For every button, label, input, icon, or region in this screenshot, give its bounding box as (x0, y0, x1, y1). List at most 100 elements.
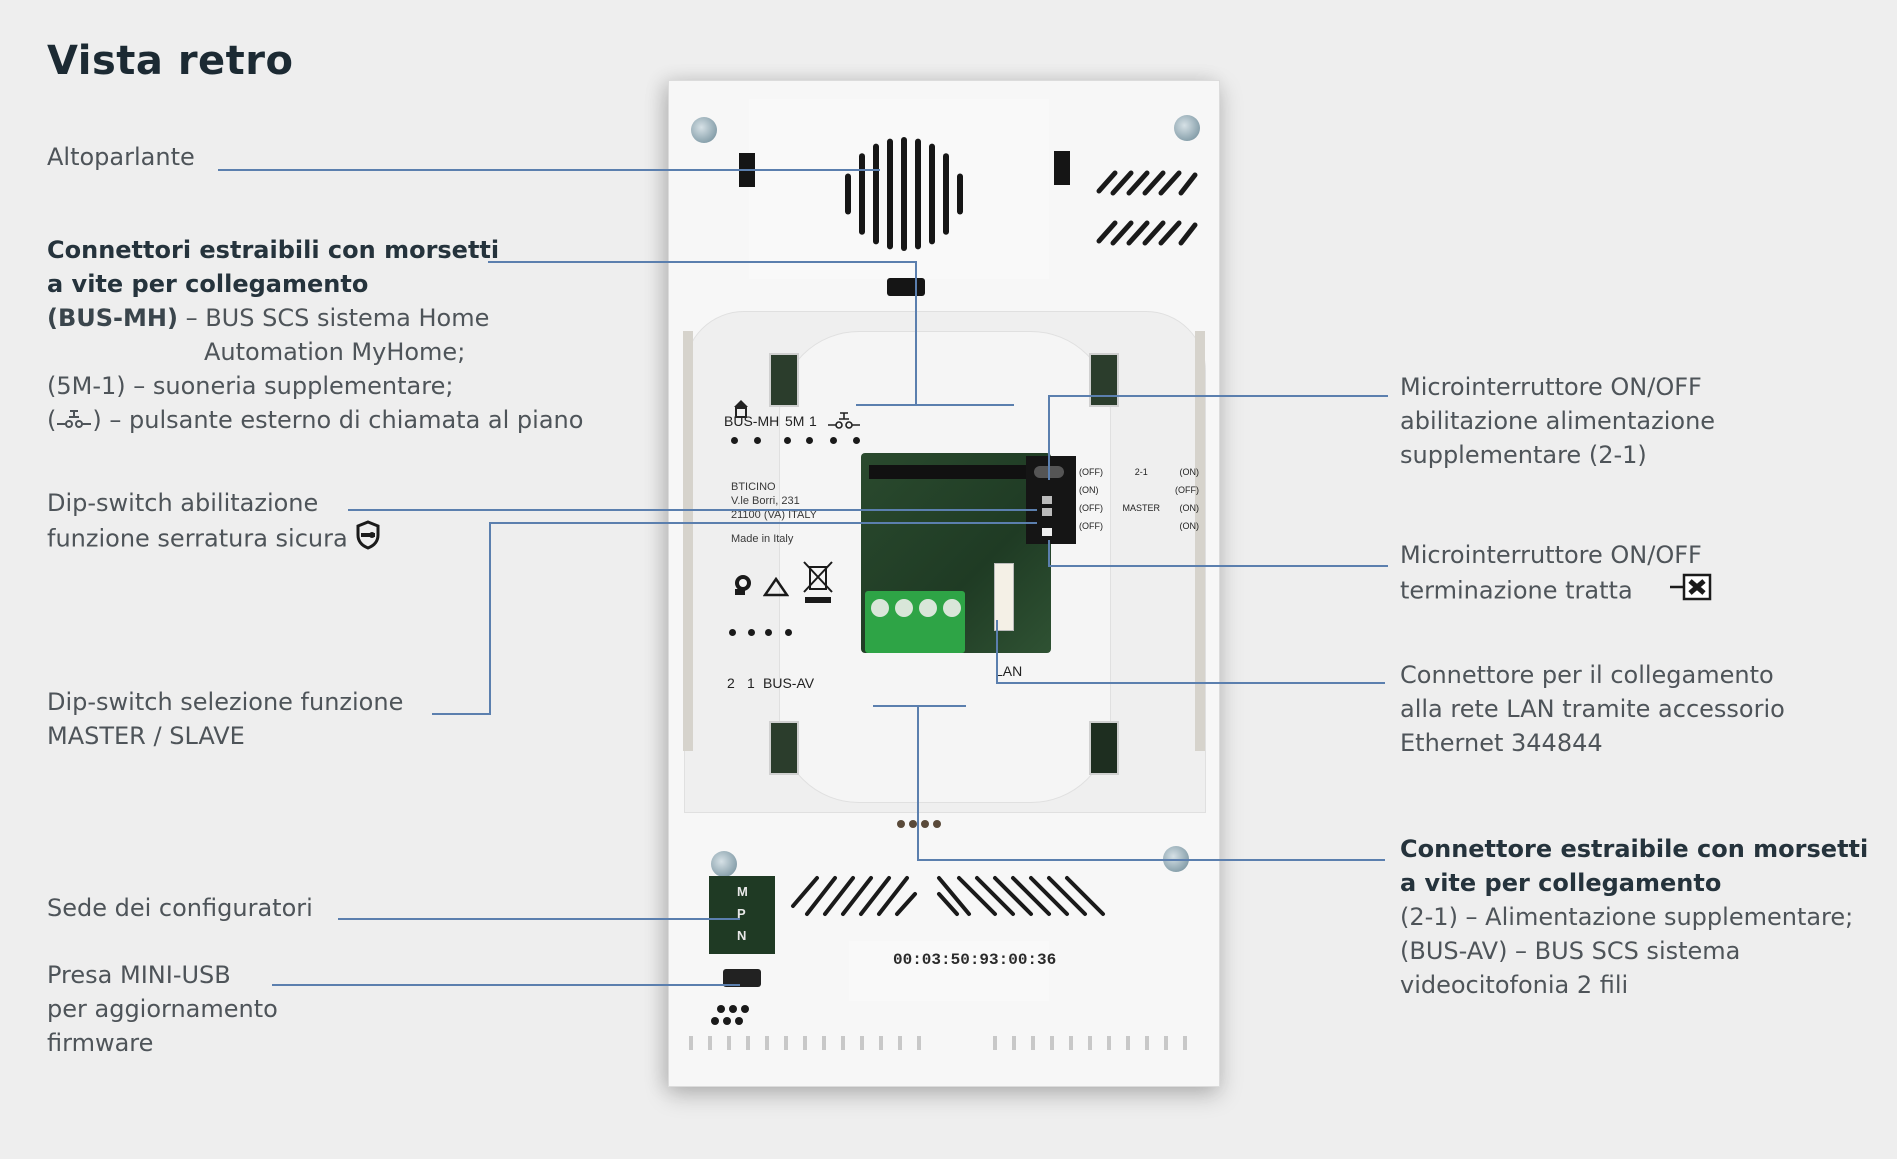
dip-lock-line-2-text: funzione serratura sicura (47, 524, 348, 553)
pin-header (869, 465, 1029, 479)
contact-pads (897, 813, 941, 832)
clip-slot-center (887, 278, 925, 296)
rib (784, 1036, 788, 1050)
micro-term-line-2: terminazione tratta (1400, 572, 1714, 611)
push-button-desc: – pulsante esterno di chiamata al piano (101, 406, 584, 434)
rib (803, 1036, 807, 1050)
terminal-dot (748, 629, 755, 636)
configurator-slot-label: M (737, 884, 748, 899)
lan-line-3: Ethernet 344844 (1400, 729, 1603, 757)
latch-slot-left (739, 153, 755, 187)
micro-term-line-1: Microinterruttore ON/OFF (1400, 541, 1702, 569)
callout-connectors-heading-1: Connettori estraibili con morsetti (47, 236, 500, 264)
mounting-slot-bl (769, 721, 799, 775)
mounting-slot-tr (1089, 353, 1119, 407)
rib (1145, 1036, 1149, 1050)
paren-open: ( (47, 406, 57, 434)
side-rail-right (1195, 331, 1205, 751)
bottom-ribs (689, 1036, 1199, 1076)
latch-slot-right (1054, 151, 1070, 185)
bus-av-desc-3: videocitofonia 2 fili (1400, 971, 1629, 999)
intercom-device-back: BUS-MH 5M 1 BTICINO V.le Borri, 231 2110… (668, 80, 1220, 1087)
manufacturer-city: 21100 (VA) ITALY (731, 509, 818, 521)
speaker-grille-icon (845, 137, 963, 251)
bus-av-heading-1: Connettore estraibile con morsetti (1400, 835, 1869, 863)
terminal-dot (785, 629, 792, 636)
screw-bottom-left (711, 851, 737, 877)
mini-usb-line-1: Presa MINI-USB (47, 961, 231, 989)
label-lan: LAN (995, 663, 1023, 679)
switch-legend-right: (OFF) (1175, 485, 1199, 495)
speaker-slot (873, 143, 879, 245)
callout-bus-mh-line: (BUS-MH) – BUS SCS sistema Home (47, 301, 583, 335)
terminal-dot (731, 437, 738, 444)
power-micro-switch[interactable] (1034, 466, 1064, 478)
configurator-slot-label: N (737, 928, 747, 943)
switch-legend-left: (OFF) (1079, 521, 1103, 531)
rib (822, 1036, 826, 1050)
switch-legend-right: (ON) (1179, 521, 1200, 531)
switch-legend-right: (ON) (1179, 503, 1199, 513)
speaker-slot (929, 143, 935, 245)
bus-mh-term: (BUS-MH) (47, 304, 178, 332)
mini-usb-port[interactable] (723, 969, 761, 987)
rib (1088, 1036, 1092, 1050)
line-termination-icon (1668, 572, 1714, 611)
switch-legend-row: (OFF)MASTER(ON) (1079, 503, 1199, 513)
bus-mh-desc-2: Automation MyHome; (204, 338, 466, 366)
screw-bottom-right (1163, 846, 1189, 872)
terminal-dot (806, 437, 813, 444)
callout-dip-lock: Dip-switch abilitazione funzione serratu… (47, 486, 381, 559)
bus-av-desc-1: (2-1) – Alimentazione supplementare; (1400, 903, 1854, 931)
terminal-dot (830, 437, 837, 444)
dip-switch-master[interactable] (1042, 508, 1052, 516)
made-in-label: Made in Italy (731, 533, 794, 545)
termination-micro-switch[interactable] (1042, 528, 1052, 536)
rib (898, 1036, 902, 1050)
page-title: Vista retro (47, 38, 294, 84)
configurator-slot-label: P (737, 906, 746, 921)
speaker-slot (859, 153, 865, 235)
rib (1107, 1036, 1111, 1050)
weee-bin-icon (801, 559, 835, 609)
rib (765, 1036, 769, 1050)
speaker-slot (915, 138, 921, 250)
callout-dip-master: Dip-switch selezione funzione MASTER / S… (47, 685, 403, 753)
terminal-dot (784, 437, 791, 444)
side-rail-left (683, 331, 693, 751)
bus-av-desc-2: (BUS-AV) – BUS SCS sistema (1400, 937, 1741, 965)
label-1b: 1 (747, 675, 755, 691)
dip-switch-lock[interactable] (1042, 496, 1052, 504)
mac-label-area (849, 941, 1049, 1001)
callout-bus-av: Connettore estraibile con morsetti a vit… (1400, 832, 1868, 1002)
secure-lock-shield-icon (355, 520, 381, 559)
vent-top-right-icon (1096, 170, 1198, 246)
callout-push-button-line: () – pulsante esterno di chiamata al pia… (47, 403, 583, 438)
label-bus-av: BUS-AV (763, 675, 815, 691)
callout-5m-1: (5M-1) – suoneria supplementare; (47, 372, 454, 400)
switch-legend-right: (ON) (1179, 467, 1199, 477)
dip-switch-block (1026, 456, 1076, 544)
rib (727, 1036, 731, 1050)
speaker-slot (845, 173, 851, 215)
mac-address: 00:03:50:93:00:36 (893, 951, 1057, 969)
terminal-dot (729, 629, 736, 636)
lan-line-1: Connettore per il collegamento (1400, 661, 1774, 689)
switch-legend-row: (ON)(OFF) (1079, 485, 1199, 495)
rib (1183, 1036, 1187, 1050)
callout-connectors-top: Connettori estraibili con morsetti a vit… (47, 233, 583, 438)
label-5m: 5M (785, 413, 805, 429)
switch-legend-left: (OFF) (1079, 467, 1103, 477)
device-top-panel (749, 99, 1049, 279)
micro-power-line-1: Microinterruttore ON/OFF (1400, 373, 1702, 401)
callout-configurators: Sede dei configuratori (47, 891, 313, 925)
microphone-holes (709, 1003, 759, 1035)
speaker-slot (943, 153, 949, 235)
dip-lock-line-2: funzione serratura sicura (47, 520, 381, 559)
vent-bottom-icon (791, 876, 1105, 916)
rib (993, 1036, 997, 1050)
terminal-dot (853, 437, 860, 444)
dip-lock-line-1: Dip-switch abilitazione (47, 489, 319, 517)
green-terminal-block (865, 591, 965, 653)
